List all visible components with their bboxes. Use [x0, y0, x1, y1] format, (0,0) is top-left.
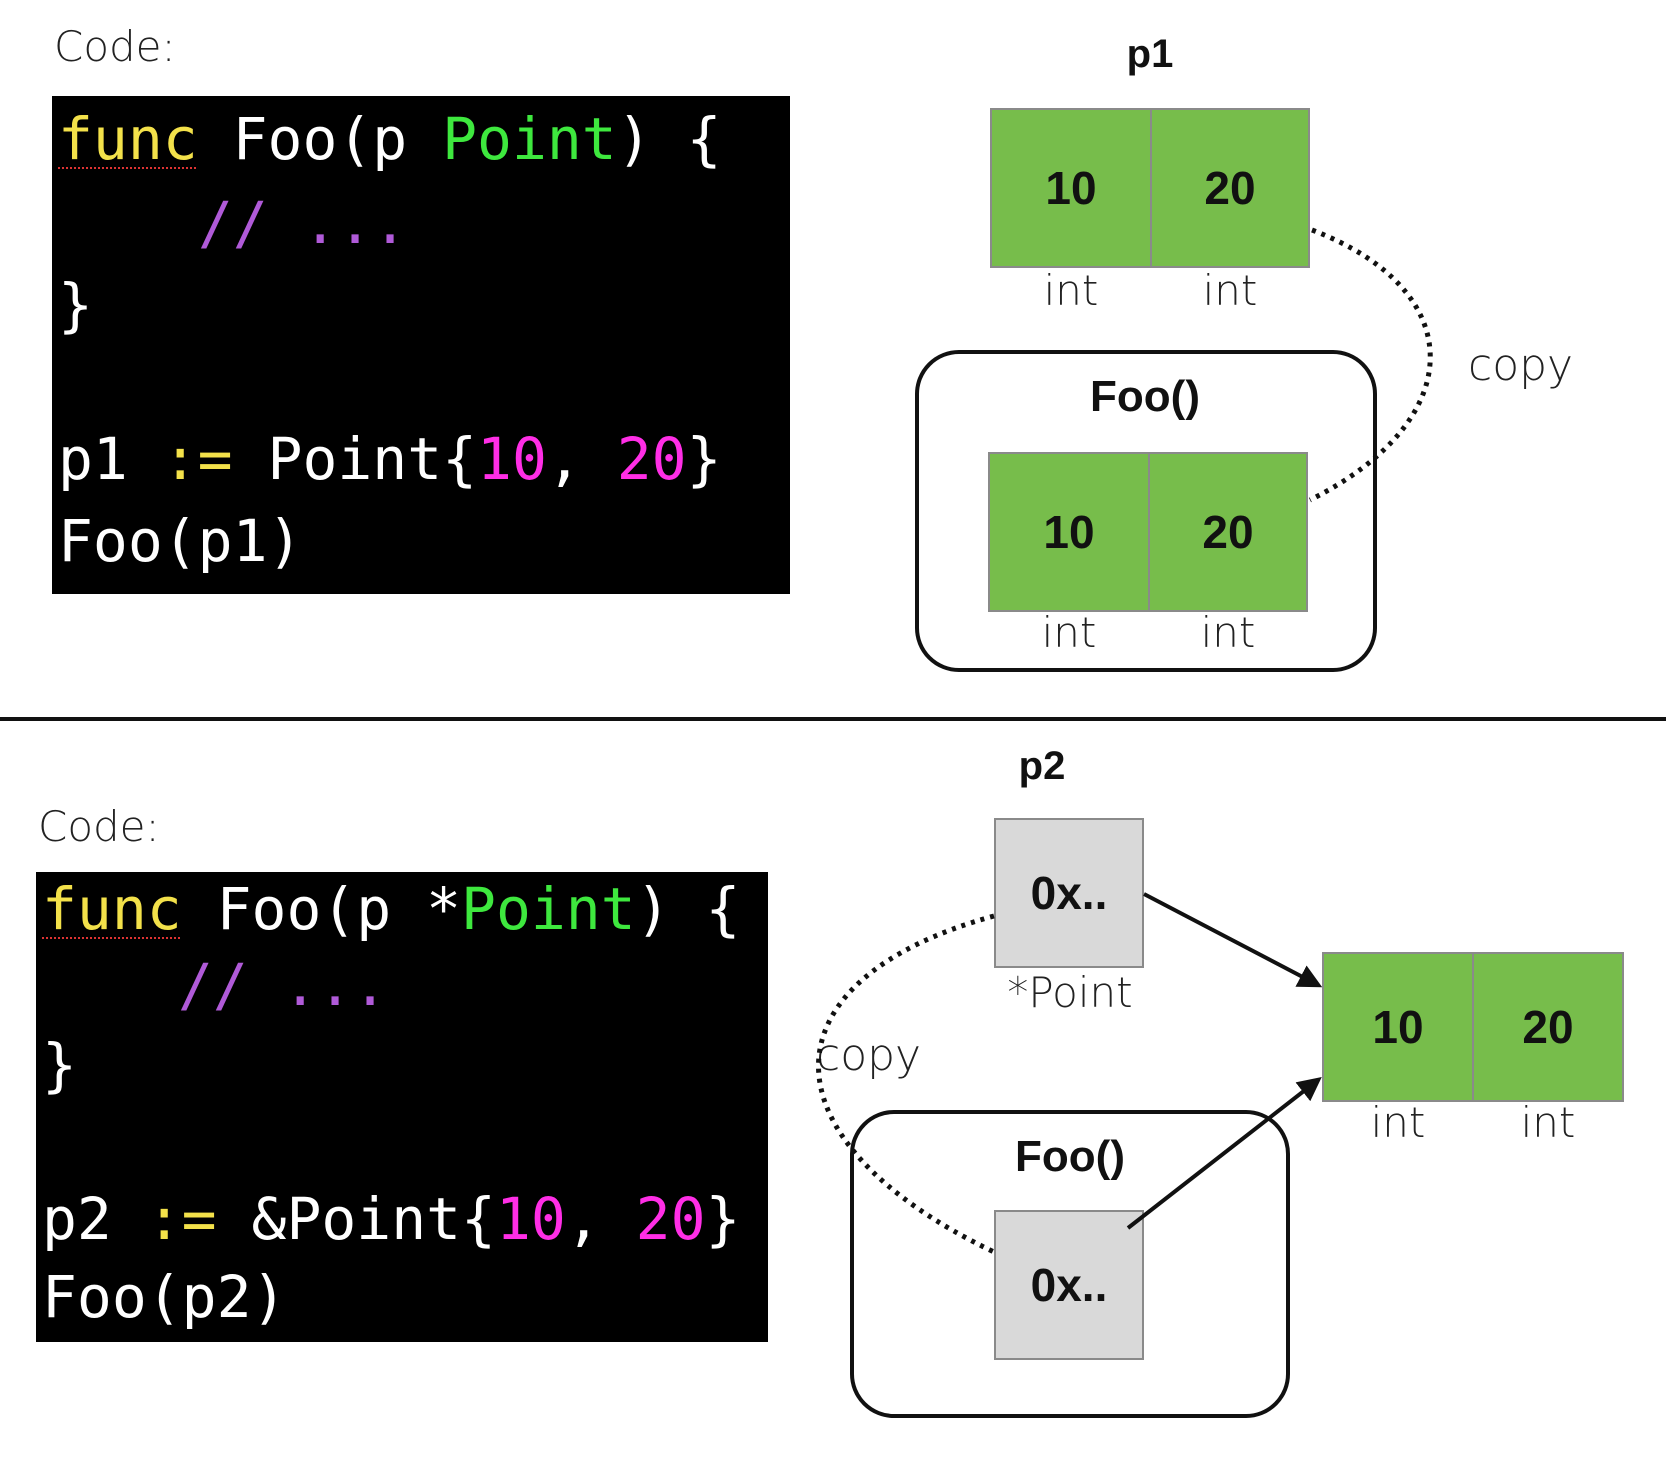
p1-cell-x: 10 [990, 108, 1152, 268]
p1-cell-y: 20 [1150, 108, 1310, 268]
code-text: Foo(p * [181, 875, 462, 943]
bottom-code-label: Code: [38, 802, 160, 851]
code-number: 20 [616, 425, 687, 493]
code-line: func Foo(p *Point) { [42, 880, 740, 938]
p1-type-y: int [1202, 266, 1258, 315]
p1-type-x: int [1043, 266, 1099, 315]
section-divider [0, 717, 1666, 721]
foo-type-x: int [1041, 608, 1097, 657]
code-text: p2 [42, 1185, 147, 1253]
code-text: , [565, 1185, 636, 1253]
target-cell-y: 20 [1472, 952, 1624, 1102]
copy-path-bottom [816, 913, 996, 1255]
target-type-x: int [1370, 1098, 1426, 1147]
p1-title: p1 [1126, 32, 1174, 76]
p2-pointer-cell: 0x.. [994, 818, 1144, 968]
code-line: // ... [198, 194, 408, 252]
code-text: } [705, 1185, 741, 1253]
code-number: 20 [635, 1185, 706, 1253]
copy-label-bottom: copy [816, 1030, 922, 1081]
code-text: } [42, 1031, 77, 1099]
foo-cell-y: 20 [1148, 452, 1308, 612]
copy-label-top: copy [1468, 340, 1574, 391]
code-line: func Foo(p Point) { [58, 110, 722, 168]
code-text: Foo(p [197, 105, 443, 173]
foo-frame-title: Foo() [1090, 372, 1200, 421]
code-number: 10 [477, 425, 547, 493]
code-keyword: func [42, 875, 182, 943]
foo-frame-bottom [850, 1110, 1290, 1418]
code-line: p1 := Point{10, 20} [58, 430, 722, 488]
code-text: p1 [58, 425, 163, 493]
foo-frame-title: Foo() [1015, 1132, 1125, 1181]
code-number: 10 [495, 1185, 566, 1253]
top-code-block: func Foo(p Point) { // ... } p1 := Point… [52, 96, 790, 594]
code-text: Point{ [232, 425, 478, 493]
code-operator: := [162, 425, 233, 493]
code-line: } [42, 1036, 77, 1094]
copy-path-top [1308, 227, 1433, 503]
code-operator: := [146, 1185, 217, 1253]
code-line: // ... [178, 956, 388, 1014]
code-type: Point [442, 105, 617, 173]
code-line: } [58, 276, 93, 334]
code-text: } [58, 271, 93, 339]
code-line: p2 := &Point{10, 20} [42, 1190, 740, 1248]
code-type: Point [461, 875, 636, 943]
foo-cell-x: 10 [988, 452, 1150, 612]
code-text: ) { [616, 105, 722, 173]
foo-type-y: int [1200, 608, 1256, 657]
pointer-arrow-p2 [1143, 892, 1323, 988]
target-type-y: int [1520, 1098, 1576, 1147]
code-line: Foo(p2) [42, 1268, 286, 1326]
code-text: Foo(p1) [58, 507, 303, 575]
pointer-arrow-foo [1126, 1077, 1322, 1230]
p2-title: p2 [1018, 744, 1066, 788]
p2-type: *Point [1007, 968, 1133, 1017]
code-text: } [686, 425, 722, 493]
code-text: ) { [635, 875, 741, 943]
code-text: , [546, 425, 617, 493]
target-cell-x: 10 [1322, 952, 1474, 1102]
code-text: Foo(p2) [42, 1263, 287, 1331]
code-comment: // ... [198, 189, 408, 257]
code-keyword: func [58, 105, 198, 173]
foo-pointer-cell: 0x.. [994, 1210, 1144, 1360]
top-code-label: Code: [54, 22, 176, 71]
bottom-code-block: func Foo(p *Point) { // ... } p2 := &Poi… [36, 872, 768, 1342]
foo-frame-top [915, 350, 1377, 672]
code-line: Foo(p1) [58, 512, 302, 570]
code-text: &Point{ [216, 1185, 496, 1253]
code-comment: // ... [178, 951, 388, 1019]
